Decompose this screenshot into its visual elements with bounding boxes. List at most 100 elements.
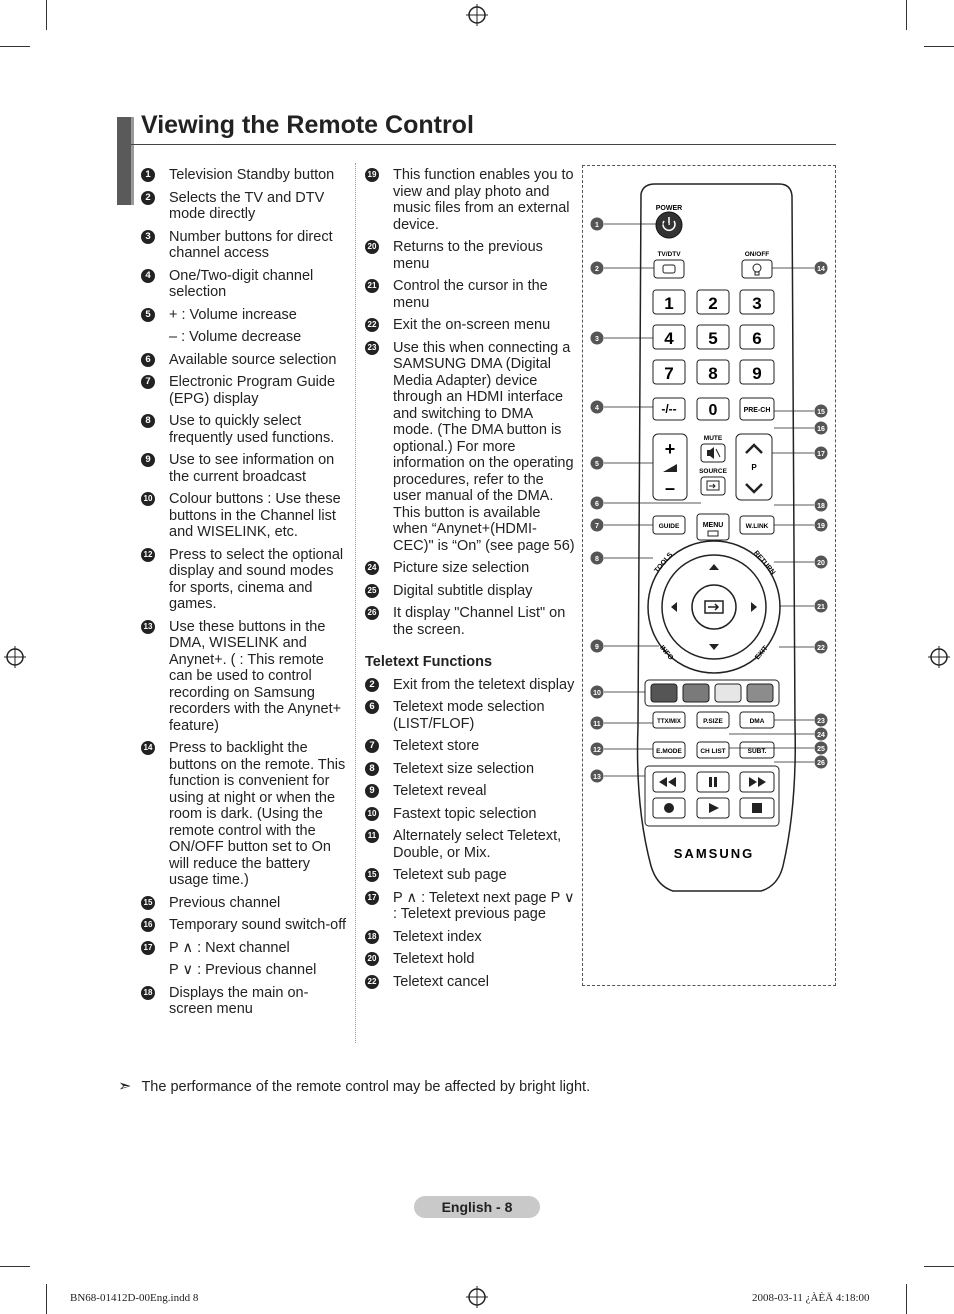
item-text: Teletext mode selection (LIST/FLOF) xyxy=(393,699,545,732)
callout-badge xyxy=(814,446,828,460)
note: ➣ The performance of the remote control … xyxy=(118,1076,590,1096)
item-number-badge: 13 xyxy=(141,619,155,634)
digit-label: 8 xyxy=(708,364,717,383)
callout-badge xyxy=(814,727,828,741)
callout-badge xyxy=(590,685,604,699)
callout-number: 17 xyxy=(817,451,825,458)
rewind-icon xyxy=(659,777,676,787)
callout-badge xyxy=(814,713,828,727)
item-number-badge: 6 xyxy=(141,352,155,367)
item-text: Use this when connecting a SAMSUNG DMA (… xyxy=(393,339,575,554)
digit-label: 4 xyxy=(664,329,674,348)
channel-rocker xyxy=(735,433,773,501)
item-number-badge: 12 xyxy=(141,547,155,562)
item-text: Displays the main on-screen menu xyxy=(169,984,309,1018)
brand-logo: SAMSUNG xyxy=(674,846,754,861)
arrow-up-icon xyxy=(709,564,719,570)
callout-number: 8 xyxy=(595,556,599,563)
item-number-badge: 26 xyxy=(365,606,379,620)
callout-badge xyxy=(590,456,604,470)
item-number-badge: 8 xyxy=(365,761,379,776)
crop-mark xyxy=(46,1284,47,1314)
item-text: Fastext topic selection xyxy=(393,805,537,822)
item-text: Use these buttons in the DMA, WISELINK a… xyxy=(169,618,342,734)
callout-badge xyxy=(590,769,604,783)
item-number-badge: 7 xyxy=(365,739,379,753)
item-number-badge: 8 xyxy=(141,414,155,428)
item-text: Use to see information on the current br… xyxy=(169,452,335,485)
item-text: P ∧ : Next channel xyxy=(169,939,290,956)
item-text: Temporary sound switch-off xyxy=(169,917,347,933)
item-text: Teletext sub page xyxy=(393,867,507,883)
item-number-badge: 15 xyxy=(141,895,155,910)
registration-mark-icon xyxy=(4,646,26,668)
prech-label: PRE-CH xyxy=(744,407,771,414)
teletext-section-title: Teletext Functions xyxy=(365,654,493,670)
item-text: Exit the on-screen menu xyxy=(393,317,551,333)
print-timestamp: 2008-03-11 ¿ÀÈÄ 4:18:00 xyxy=(752,1292,870,1304)
callout-badge xyxy=(590,742,604,756)
dash-button xyxy=(652,397,686,421)
item-text: Teletext store xyxy=(393,738,480,754)
item-text: Television Standby button xyxy=(169,167,335,183)
callout-number: 6 xyxy=(595,501,599,508)
arrow-left-icon xyxy=(671,602,677,612)
item-number-badge: 7 xyxy=(141,375,155,389)
item-text: Teletext reveal xyxy=(393,783,487,799)
column-divider xyxy=(355,163,356,1043)
digit-button xyxy=(739,289,775,315)
item-number-badge: 22 xyxy=(365,974,379,989)
callout-badge xyxy=(814,518,828,532)
list-item: 10 Fastext topic selection xyxy=(365,806,575,823)
registration-mark-icon xyxy=(466,1286,488,1308)
item-number-badge: 14 xyxy=(141,741,155,755)
item-text: Picture size selection xyxy=(393,560,530,576)
menu-label: MENU xyxy=(703,522,724,529)
list-item: 22 Exit the on-screen menu xyxy=(365,317,575,334)
digit-label: 6 xyxy=(752,329,761,348)
item-number-badge: 20 xyxy=(365,952,379,966)
callout-number: 22 xyxy=(817,645,825,652)
item-text: – : Volume decrease xyxy=(169,329,302,345)
callout-badges: 1234567891011121314151617181920212223242… xyxy=(590,217,828,783)
callout-number: 13 xyxy=(593,774,601,781)
item-number-badge: 22 xyxy=(365,318,379,332)
item-number-badge: 18 xyxy=(141,985,155,1000)
colour-button xyxy=(682,683,710,703)
emode-button xyxy=(652,741,686,759)
list-item: 7 Teletext store xyxy=(365,738,575,755)
callout-number: 5 xyxy=(595,461,599,468)
callout-number: 25 xyxy=(817,746,825,753)
callout-number: 19 xyxy=(817,523,825,530)
item-text: Returns to the previous menu xyxy=(393,239,543,272)
menu-icon xyxy=(707,530,719,537)
source-icon xyxy=(706,480,720,491)
item-text: Digital subtitle display xyxy=(393,582,533,599)
volume-plus-icon: + xyxy=(665,439,676,459)
item-number-badge: 10 xyxy=(365,806,379,821)
item-number-badge: 6 xyxy=(365,700,379,714)
digit-button xyxy=(652,289,686,315)
tvdtv-label: TV/DTV xyxy=(657,251,681,258)
digit-button xyxy=(652,359,686,385)
callout-badge xyxy=(814,261,828,275)
crop-mark xyxy=(906,1284,907,1314)
pause-icon xyxy=(709,777,717,787)
